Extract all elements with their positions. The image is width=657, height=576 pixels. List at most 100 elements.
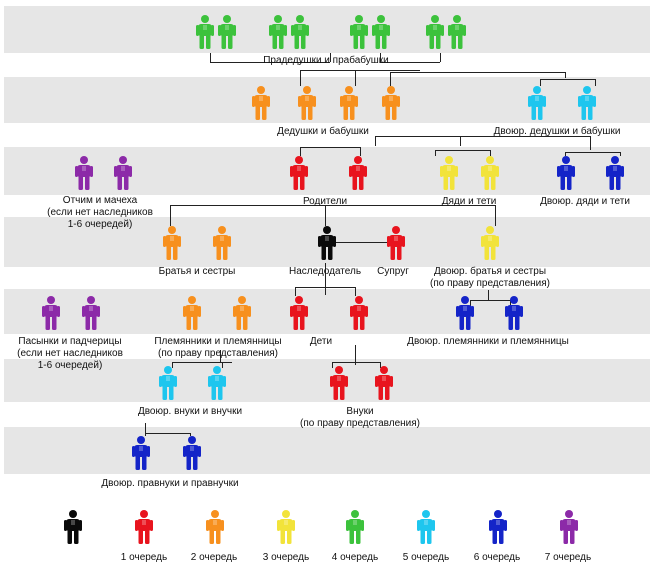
- connector-line: [470, 300, 510, 301]
- legend-label-3: 3 очередь: [262, 552, 310, 563]
- connector-line: [470, 300, 471, 306]
- person-icon: [481, 226, 499, 260]
- connector-line: [565, 152, 620, 153]
- row-band-grandparents: [4, 77, 650, 123]
- person-icon: [290, 296, 308, 330]
- label-stepchildren-2: (если нет наследников: [17, 348, 123, 359]
- label-nephews-1: Племянники и племянницы: [154, 336, 282, 347]
- label-spouse: Супруг: [377, 266, 409, 277]
- label-stepparents-1: Отчим и мачеха: [62, 195, 138, 206]
- legend-label-5: 5 очередь: [402, 552, 450, 563]
- person-icon: [528, 86, 546, 120]
- person-icon: [183, 296, 201, 330]
- connector-line: [390, 72, 391, 86]
- person-icon: [387, 226, 405, 260]
- label-great-grandparents: Прадедушки и прабабушки: [263, 55, 389, 66]
- person-icon: [132, 436, 150, 470]
- connector-line: [295, 287, 296, 296]
- connector-line: [565, 72, 566, 78]
- person-icon: [349, 156, 367, 190]
- person-icon: [291, 15, 309, 49]
- connector-line: [375, 136, 590, 137]
- connector-line: [490, 150, 491, 156]
- connector-line: [220, 350, 221, 362]
- person-icon: [135, 510, 153, 544]
- connector-line: [295, 287, 355, 288]
- person-icon: [456, 296, 474, 330]
- person-icon: [159, 366, 177, 400]
- connector-line: [300, 147, 301, 156]
- person-icon: [277, 510, 295, 544]
- connector-line: [170, 205, 495, 206]
- connector-line: [360, 147, 361, 156]
- label-testator: Наследодатель: [288, 266, 362, 277]
- person-icon: [481, 156, 499, 190]
- person-icon: [196, 15, 214, 49]
- connector-line: [210, 62, 330, 63]
- row-band-parents: [4, 147, 650, 195]
- person-icon: [505, 296, 523, 330]
- connector-line: [565, 152, 566, 156]
- connector-line: [380, 62, 440, 63]
- connector-line: [300, 147, 360, 148]
- person-icon: [448, 15, 466, 49]
- connector-line: [172, 362, 232, 363]
- label-cousins-1: Двоюр. братья и сестры: [433, 266, 547, 277]
- connector-line: [460, 136, 461, 146]
- person-icon: [218, 15, 236, 49]
- connector-line: [540, 79, 595, 80]
- connector-line: [222, 362, 223, 368]
- row-band-great-grandparents: [4, 6, 650, 53]
- label-stepparents-3: 1-6 очередей): [67, 219, 133, 230]
- connector-line: [300, 70, 301, 86]
- label-uncles-aunts: Дяди и тети: [441, 196, 497, 207]
- person-icon: [340, 86, 358, 120]
- label-stepchildren-3: 1-6 очередей): [37, 360, 103, 371]
- connector-line: [595, 79, 596, 86]
- connector-line: [355, 287, 356, 296]
- connector-line: [495, 205, 496, 226]
- connector-line: [145, 433, 190, 434]
- row-band-grandchildren: [4, 359, 650, 402]
- person-icon: [557, 156, 575, 190]
- connector-line: [380, 362, 381, 368]
- person-icon: [163, 226, 181, 260]
- row-band-great-grandchildren: [4, 427, 650, 474]
- person-icon: [417, 510, 435, 544]
- person-icon: [114, 156, 132, 190]
- label-siblings: Братья и сестры: [158, 266, 236, 277]
- legend-label-6: 6 очередь: [473, 552, 521, 563]
- label-grandparents: Дедушки и бабушки: [277, 126, 369, 137]
- connector-line: [170, 205, 171, 226]
- person-icon: [440, 156, 458, 190]
- person-icon: [318, 226, 336, 260]
- person-icon: [233, 296, 251, 330]
- person-icon: [330, 366, 348, 400]
- label-stepchildren-1: Пасынки и падчерицы: [18, 336, 122, 347]
- label-cousin-uncles-aunts: Двоюр. дяди и тети: [540, 196, 630, 207]
- connector-line: [325, 263, 326, 295]
- row-band-children: [4, 289, 650, 334]
- connector-line: [300, 70, 420, 71]
- person-icon: [346, 510, 364, 544]
- person-icon: [372, 15, 390, 49]
- person-icon: [42, 296, 60, 330]
- connector-line: [390, 72, 565, 73]
- connector-line: [325, 205, 326, 226]
- connector-line: [190, 433, 191, 436]
- person-icon: [64, 510, 82, 544]
- connector-line: [145, 423, 146, 433]
- label-nephews-2: (по праву представления): [157, 348, 279, 359]
- person-icon: [269, 15, 287, 49]
- person-icon: [82, 296, 100, 330]
- connector-line: [210, 53, 211, 62]
- person-icon: [350, 15, 368, 49]
- connector-line: [440, 53, 441, 62]
- connector-line: [355, 345, 356, 365]
- connector-line: [375, 136, 376, 146]
- person-icon: [382, 86, 400, 120]
- legend-label-7: 7 очередь: [544, 552, 592, 563]
- label-grandchildren-1: Внуки: [346, 406, 374, 417]
- connector-line: [435, 150, 490, 151]
- label-cousin-great-grandchildren: Двоюр. правнуки и правнучки: [101, 478, 239, 489]
